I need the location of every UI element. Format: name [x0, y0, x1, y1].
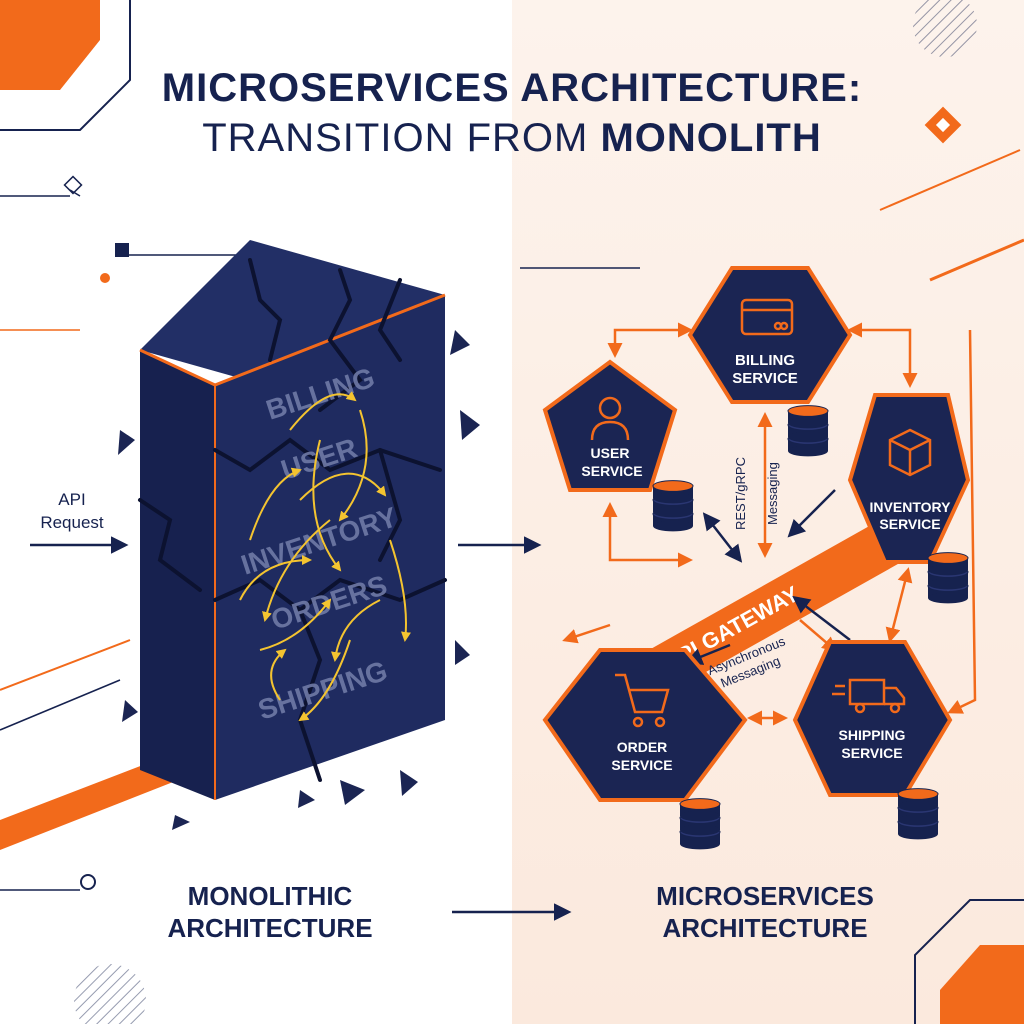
billing-service-line-1: BILLING [735, 352, 795, 369]
microservices-caption-line-2: ARCHITECTURE [662, 913, 868, 943]
hatch-circle-top-right [913, 0, 977, 57]
monolith-fragments [118, 330, 480, 830]
tangled-dependencies [239, 391, 411, 722]
database-icon-user [652, 480, 694, 532]
decorative-square [115, 243, 129, 257]
order-service-line-1: ORDER [617, 739, 668, 755]
billing-service[interactable]: BILLING SERVICE [687, 266, 853, 404]
database-icon-shipping [897, 788, 939, 840]
delivery-truck-icon [832, 678, 906, 714]
database-icon-order [679, 798, 721, 850]
monolithic-caption-line-1: MONOLITHIC [187, 881, 353, 911]
api-request-line-2: Request [40, 513, 104, 532]
api-request-line-1: API [58, 490, 85, 509]
shopping-cart-icon [615, 673, 670, 728]
service-connectors [562, 322, 977, 726]
title-line-2-bold: MONOLITH [600, 116, 822, 160]
rest-grpc-label: REST/gRPC [733, 457, 748, 530]
monolithic-caption-line-2: ARCHITECTURE [167, 913, 373, 943]
decorative-diamond-orange [924, 106, 962, 144]
decorative-diamond [63, 175, 83, 195]
messaging-label: Messaging [765, 462, 780, 525]
microservices-caption: MICROSERVICES ARCHITECTURE [620, 880, 910, 944]
messaging-connectors [684, 489, 851, 665]
user-service[interactable]: USER SERVICE [542, 359, 678, 492]
credit-card-icon [740, 298, 794, 336]
user-icon [590, 396, 630, 441]
user-service-line-1: USER [591, 445, 630, 461]
database-icon-inventory [927, 552, 969, 604]
title-line-1: MICROSERVICES ARCHITECTURE: [161, 66, 863, 110]
box-icon [888, 428, 932, 477]
order-service-line-2: SERVICE [611, 757, 672, 773]
shipping-service-line-1: SHIPPING [839, 727, 906, 743]
database-icon-billing [787, 405, 829, 457]
decorative-dot [100, 273, 110, 283]
shipping-service[interactable]: SHIPPING SERVICE [792, 640, 953, 797]
database-icons [652, 405, 969, 850]
monolith-cracks [138, 258, 447, 782]
title-line-2: TRANSITION FROM MONOLITH [0, 112, 1024, 164]
title-line-2-prefix: TRANSITION FROM [202, 116, 601, 160]
page-title: MICROSERVICES ARCHITECTURE: TRANSITION F… [0, 64, 1024, 164]
monolith-block [118, 240, 480, 830]
decorative-corner-bottom-right [914, 899, 1024, 1024]
inventory-service-line-1: INVENTORY [870, 499, 952, 515]
hatch-circle-bottom-left [74, 964, 146, 1024]
microservices-caption-line-1: MICROSERVICES [656, 881, 874, 911]
monolithic-caption: MONOLITHIC ARCHITECTURE [140, 880, 400, 944]
shipping-service-line-2: SERVICE [841, 745, 902, 761]
billing-service-line-2: SERVICE [732, 370, 798, 387]
decorative-corner-top-left [0, 0, 131, 131]
inventory-service-line-2: SERVICE [879, 516, 940, 532]
user-service-line-2: SERVICE [581, 463, 642, 479]
decorative-ring [80, 874, 96, 890]
